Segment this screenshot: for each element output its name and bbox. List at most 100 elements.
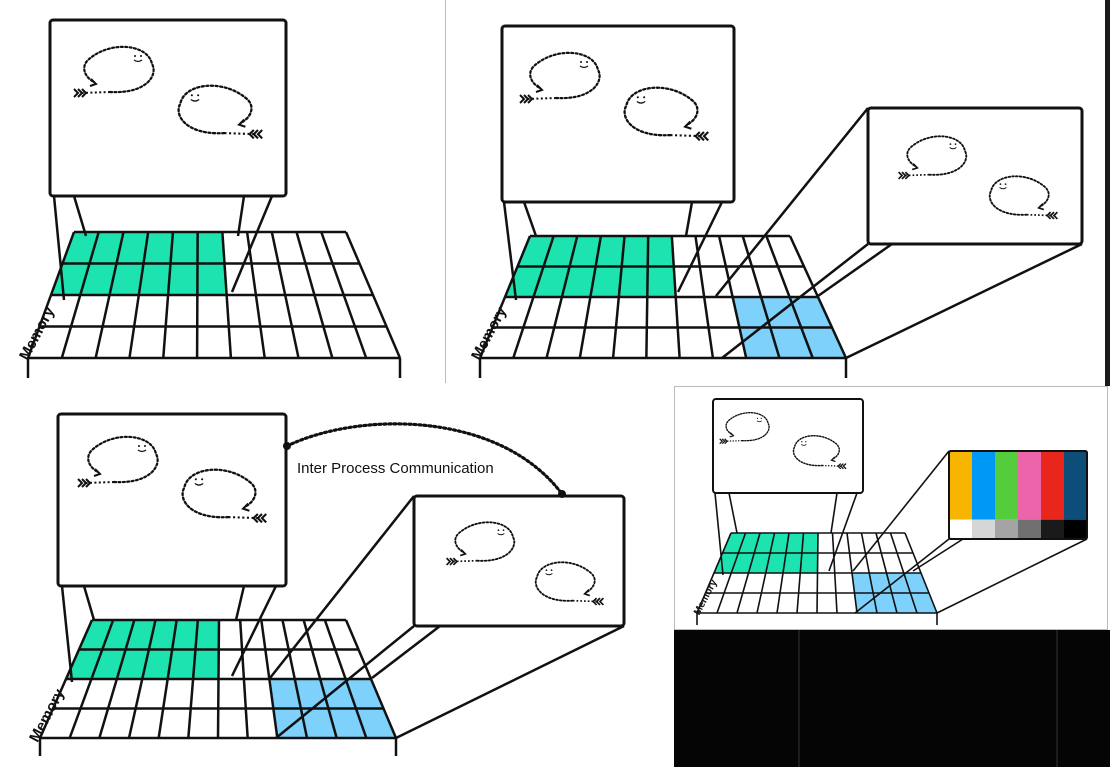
tail-chevron-icon [81,478,88,488]
projection-line [817,242,893,298]
tail-chevron-icon [904,171,911,180]
tail-chevron-icon [527,94,534,104]
tail-chevron-icon [591,597,598,606]
tail-chevron-icon [719,438,724,445]
memory-col-line [260,619,279,739]
memory-col-line [696,532,732,614]
tail-chevron-icon [260,513,267,524]
eye-icon [138,445,140,447]
arrowhead-icon [683,120,692,130]
diagram-two-processes [478,24,1084,378]
projection-line [502,201,518,301]
eye-icon [643,96,646,99]
memory-col-line [323,619,368,739]
diagram-ipc [38,412,626,756]
arrowhead-icon [535,84,544,93]
tail-line [451,559,478,563]
tail-line [1026,213,1053,217]
tail-chevron-icon [77,88,84,98]
projection-line [522,201,538,237]
tail-line [525,97,557,100]
projection-line [275,625,415,739]
tail-chevron-icon [73,88,80,98]
tail-line [79,91,111,94]
tail-line [83,481,115,484]
tail-chevron-icon [839,463,844,470]
memory-col-line [716,532,747,614]
memory-col-line [670,235,681,359]
tail-line [224,132,256,136]
dark-background [674,630,1110,767]
smile-icon [137,449,147,453]
ipc-label: Inter Process Communication [297,460,494,477]
tail-chevron-icon [252,129,259,140]
memory-col-line [816,532,819,614]
smile-icon [800,444,807,446]
process-loop [623,86,699,137]
projection-line [52,195,66,301]
memory-col-line [611,235,626,359]
tail-chevron-icon [256,513,263,524]
arrowhead-icon [89,78,98,87]
tail-chevron-icon [598,597,605,606]
process-window [48,18,288,198]
smile-icon [133,59,143,63]
memory-col-line [344,231,402,359]
color-bar [1064,451,1087,520]
memory-col-line [796,532,805,614]
process-loop [534,561,596,602]
tail-chevron-icon [724,438,729,445]
eye-icon [586,61,588,63]
eye-icon [190,94,193,97]
tail-chevron-icon [1045,211,1052,220]
projection-line [60,585,74,683]
eye-icon [805,441,807,443]
tail-chevron-icon [445,557,452,566]
tail-chevron-icon [85,478,92,488]
memory-col-line [846,532,858,614]
arrowhead-icon [459,549,467,557]
ipc-arc [285,422,564,496]
memory-col-line [26,231,76,359]
arrowhead-icon [830,456,836,463]
grey-bar [1018,519,1041,539]
memory-col-line [68,619,115,739]
tail-line [723,440,743,442]
eye-icon [1004,183,1007,185]
grey-bar [995,519,1018,539]
projection-line [234,585,246,621]
process-loop [725,412,770,442]
memory-col-line [545,235,579,359]
memory-col-line [512,235,555,359]
tail-chevron-icon [256,129,263,140]
memory-col-line [245,231,266,359]
color-bar [972,451,995,520]
grey-bar [1041,519,1064,539]
tail-line [572,599,599,603]
process-loop [83,45,155,94]
projection-line [684,201,694,237]
projection-line [854,538,950,614]
grey-bar [949,519,972,539]
projection-line [236,195,246,237]
projection-line [395,624,625,740]
smile-icon [949,147,957,150]
memory-col-line [98,619,136,739]
panel-ipc: Inter Process Communication Memory [0,386,672,767]
memory-col-line [128,231,150,359]
divider [1056,630,1058,767]
memory-col-line [94,231,125,359]
projection-line [828,492,858,572]
process-loop [177,84,253,135]
tail-chevron-icon [702,131,709,142]
color-bar [949,451,972,520]
memory-col-line [38,619,94,739]
smile-icon [497,533,505,536]
memory-col-line [162,231,175,359]
memory-col-line [221,231,233,359]
projection-line [371,625,441,679]
process-loop [87,435,159,484]
process-window [500,24,736,204]
projection-line [715,107,869,297]
eye-icon [502,529,505,531]
